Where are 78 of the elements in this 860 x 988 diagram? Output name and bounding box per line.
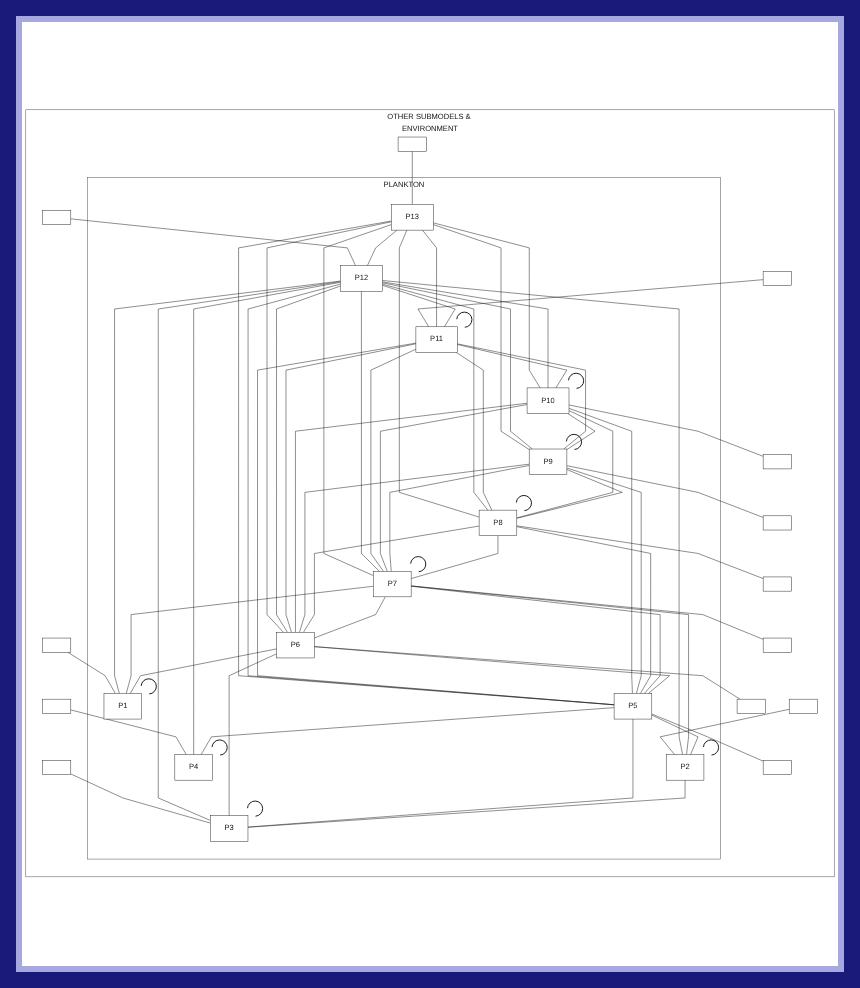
empty-box — [762, 271, 792, 287]
connector-line — [410, 536, 499, 580]
empty-box — [397, 137, 427, 153]
connector-line — [314, 597, 386, 639]
connector-line — [417, 280, 764, 328]
connector-line — [380, 404, 528, 573]
connector-line — [422, 230, 437, 328]
connector-line — [257, 343, 615, 706]
self-loop — [456, 312, 473, 329]
connector-line — [70, 710, 187, 756]
connector-line — [285, 344, 417, 634]
connector-line — [566, 466, 764, 519]
connector-line — [516, 526, 764, 580]
connector-line — [276, 286, 341, 634]
self-loop — [568, 373, 585, 390]
connector-line — [70, 774, 211, 824]
connector-line — [295, 403, 528, 634]
connector-line — [266, 222, 392, 634]
connector-line — [516, 411, 613, 519]
connector-line — [455, 352, 493, 512]
empty-box — [762, 638, 792, 654]
connector-line — [247, 780, 686, 829]
connector-line — [566, 413, 596, 451]
connector-line — [314, 647, 670, 695]
empty-box — [42, 699, 72, 715]
connector-line — [228, 654, 277, 817]
connector-line — [200, 708, 615, 756]
connector-line — [568, 405, 764, 458]
connector-line — [382, 282, 549, 389]
connector-line — [389, 465, 530, 573]
connector-line — [303, 526, 480, 634]
empty-box — [762, 760, 792, 776]
connector-line — [70, 219, 356, 267]
connector-line — [399, 230, 480, 518]
self-loop — [702, 740, 720, 757]
connector-line — [412, 151, 413, 206]
connector-line — [568, 408, 633, 695]
self-loop — [140, 679, 157, 696]
connector-line — [651, 714, 764, 763]
connector-line — [433, 223, 541, 389]
connector-line — [370, 349, 417, 573]
connector-line — [457, 344, 586, 450]
connector-line — [193, 282, 341, 756]
self-loop — [565, 434, 583, 451]
connector-line — [361, 291, 380, 573]
connector-line — [410, 586, 764, 641]
connector-line — [457, 344, 568, 389]
connector-line — [651, 715, 699, 756]
empty-box — [762, 577, 792, 593]
connector-line — [516, 527, 651, 695]
connector-line — [323, 225, 392, 577]
connector-line — [659, 709, 790, 756]
empty-box — [762, 516, 792, 531]
self-loop — [247, 801, 264, 818]
self-loop — [211, 740, 228, 757]
empty-box — [736, 699, 766, 715]
empty-box — [42, 210, 72, 226]
connector-line — [566, 468, 642, 695]
connector-line — [114, 281, 341, 695]
empty-box — [42, 760, 72, 776]
connector-line — [126, 586, 374, 695]
connector-line — [516, 470, 623, 520]
connector-line — [314, 647, 741, 701]
self-loop — [515, 495, 532, 512]
connector-line — [299, 464, 530, 634]
connector-line — [382, 284, 489, 512]
connector-line — [382, 283, 533, 450]
connector-line — [158, 282, 341, 822]
empty-box — [788, 699, 818, 715]
empty-box — [762, 455, 792, 470]
connector-line — [433, 225, 530, 451]
connector-line — [67, 652, 116, 695]
connector-line — [382, 285, 456, 328]
connector-line — [382, 280, 683, 756]
self-loop — [410, 556, 427, 573]
connector-line — [130, 649, 277, 695]
empty-box — [42, 638, 72, 654]
connector-line — [367, 230, 398, 267]
